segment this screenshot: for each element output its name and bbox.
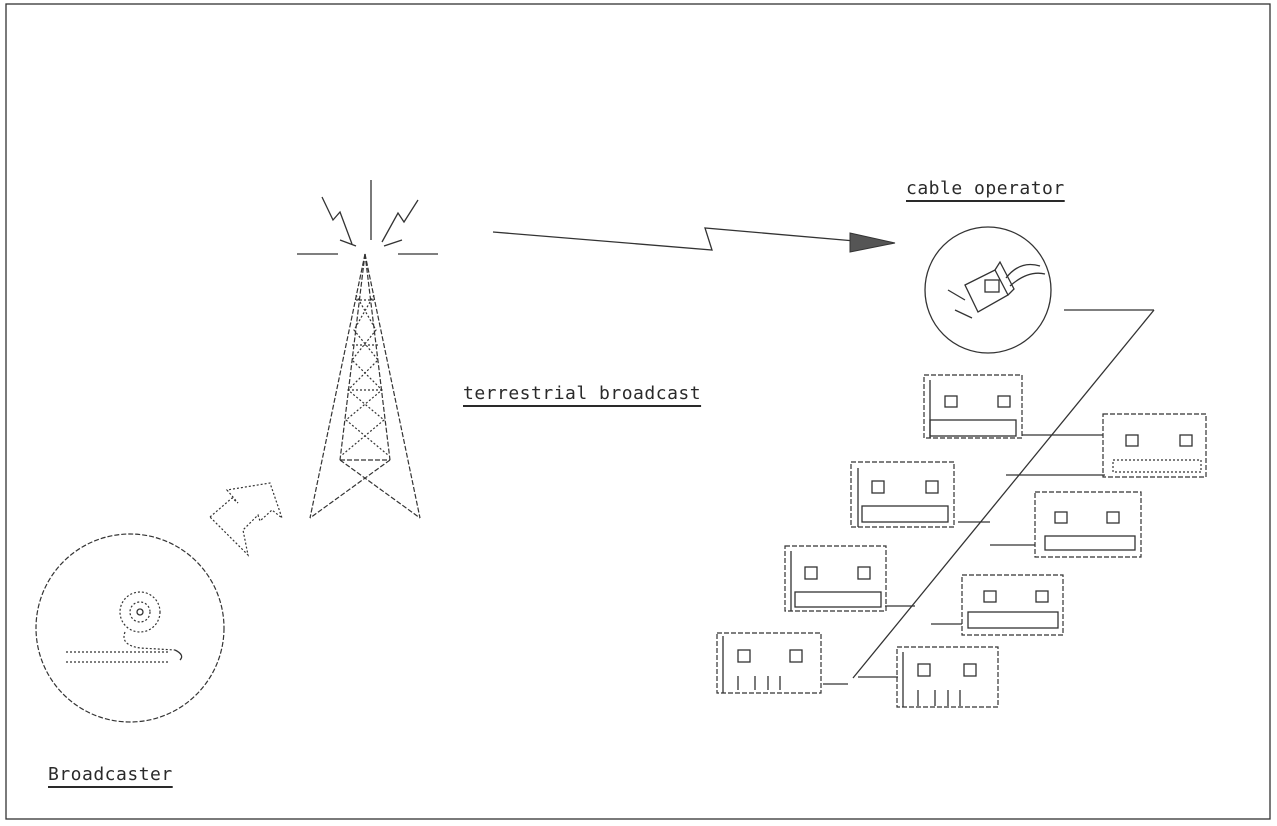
house-icon: [850, 461, 955, 528]
house-icon: [784, 545, 887, 612]
uplink-arrow-icon: [209, 482, 284, 557]
frame-border: [5, 3, 1271, 820]
house-icon: [923, 374, 1023, 439]
house-icon: [716, 632, 822, 694]
cable-operator-label: cable operator: [906, 178, 1065, 199]
house-icon: [961, 574, 1064, 636]
house-icon: [896, 646, 999, 708]
distribution-cable: [823, 309, 1155, 685]
broadcaster-label: Broadcaster: [48, 764, 173, 785]
house-icon: [1034, 491, 1142, 558]
broadcaster-studio-icon: [35, 533, 225, 723]
cable-plug-icon: [924, 226, 1052, 354]
radio-tower-icon: [297, 180, 438, 519]
terrestrial-broadcast-label: terrestrial broadcast: [463, 383, 702, 404]
house-icon: [1102, 413, 1207, 478]
signal-arrow-icon: [492, 227, 896, 253]
